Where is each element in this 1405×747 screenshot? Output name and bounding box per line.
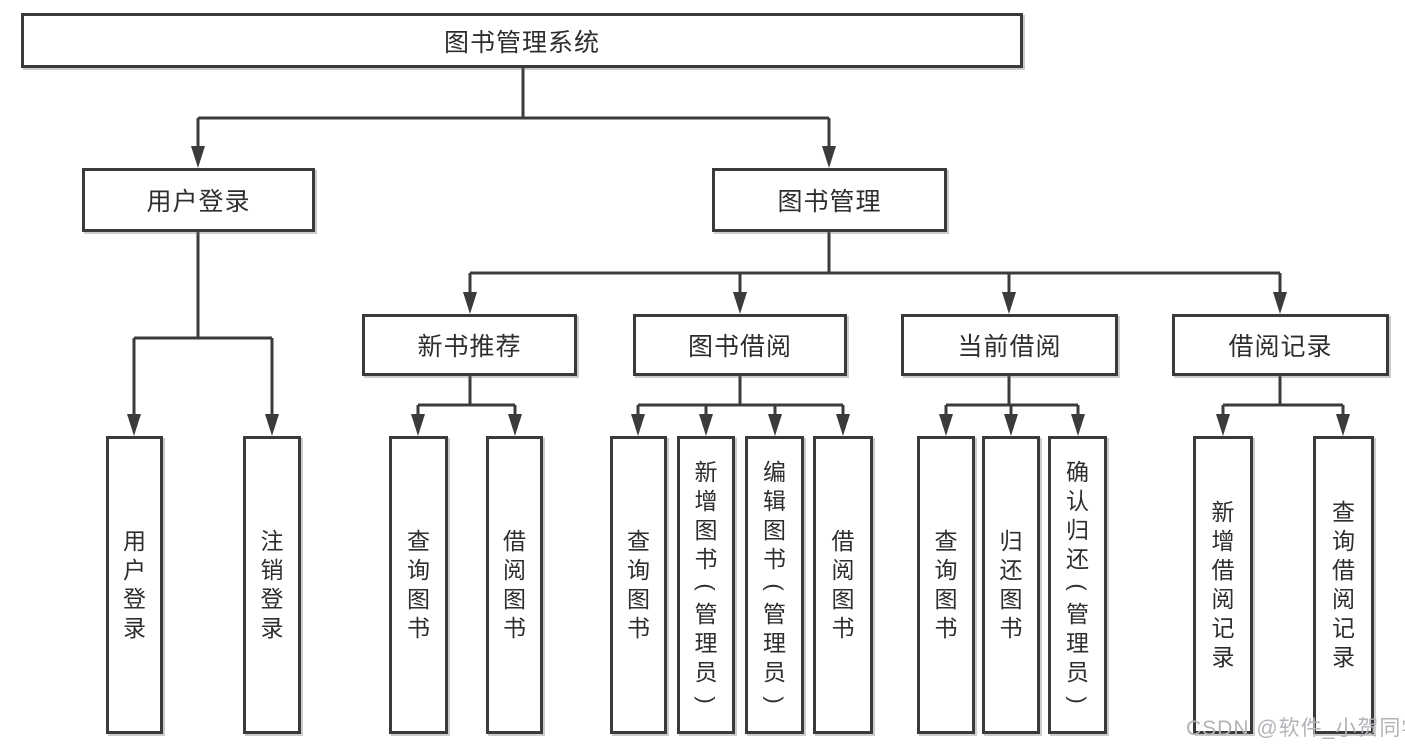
leaf-borrow-books-recommend: 借阅图书 xyxy=(486,436,543,734)
leaf-add-book-admin: 新增图书(管理员) xyxy=(677,436,735,734)
leaf-user-login: 用户登录 xyxy=(106,436,163,734)
node-user-login: 用户登录 xyxy=(82,168,315,232)
node-new-book-recommend-label: 新书推荐 xyxy=(417,333,522,361)
node-user-login-label: 用户登录 xyxy=(146,188,251,216)
node-book-borrow: 图书借阅 xyxy=(633,314,847,376)
leaf-query-borrow-record: 查询借阅记录 xyxy=(1313,436,1374,734)
node-root: 图书管理系统 xyxy=(21,13,1023,68)
leaf-return-books: 归还图书 xyxy=(982,436,1040,734)
leaf-query-books-current: 查询图书 xyxy=(917,436,975,734)
node-borrow-records-label: 借阅记录 xyxy=(1228,333,1333,361)
node-new-book-recommend: 新书推荐 xyxy=(362,314,577,376)
watermark: CSDN @软件_小贺同学 xyxy=(1186,717,1405,740)
node-current-borrow-label: 当前借阅 xyxy=(957,333,1062,361)
node-book-management-label: 图书管理 xyxy=(777,188,882,216)
leaf-add-borrow-record: 新增借阅记录 xyxy=(1193,436,1253,734)
leaf-query-books-borrow: 查询图书 xyxy=(610,436,667,734)
leaf-borrow-books: 借阅图书 xyxy=(813,436,873,734)
leaf-edit-book-admin: 编辑图书(管理员) xyxy=(745,436,804,734)
leaf-confirm-return-admin: 确认归还(管理员) xyxy=(1048,436,1107,734)
node-book-borrow-label: 图书借阅 xyxy=(687,333,792,361)
node-book-management: 图书管理 xyxy=(712,168,947,232)
node-current-borrow: 当前借阅 xyxy=(901,314,1118,376)
leaf-query-books-recommend: 查询图书 xyxy=(389,436,448,734)
node-root-label: 图书管理系统 xyxy=(443,28,600,57)
node-borrow-records: 借阅记录 xyxy=(1172,314,1389,376)
leaf-logout: 注销登录 xyxy=(243,436,301,734)
